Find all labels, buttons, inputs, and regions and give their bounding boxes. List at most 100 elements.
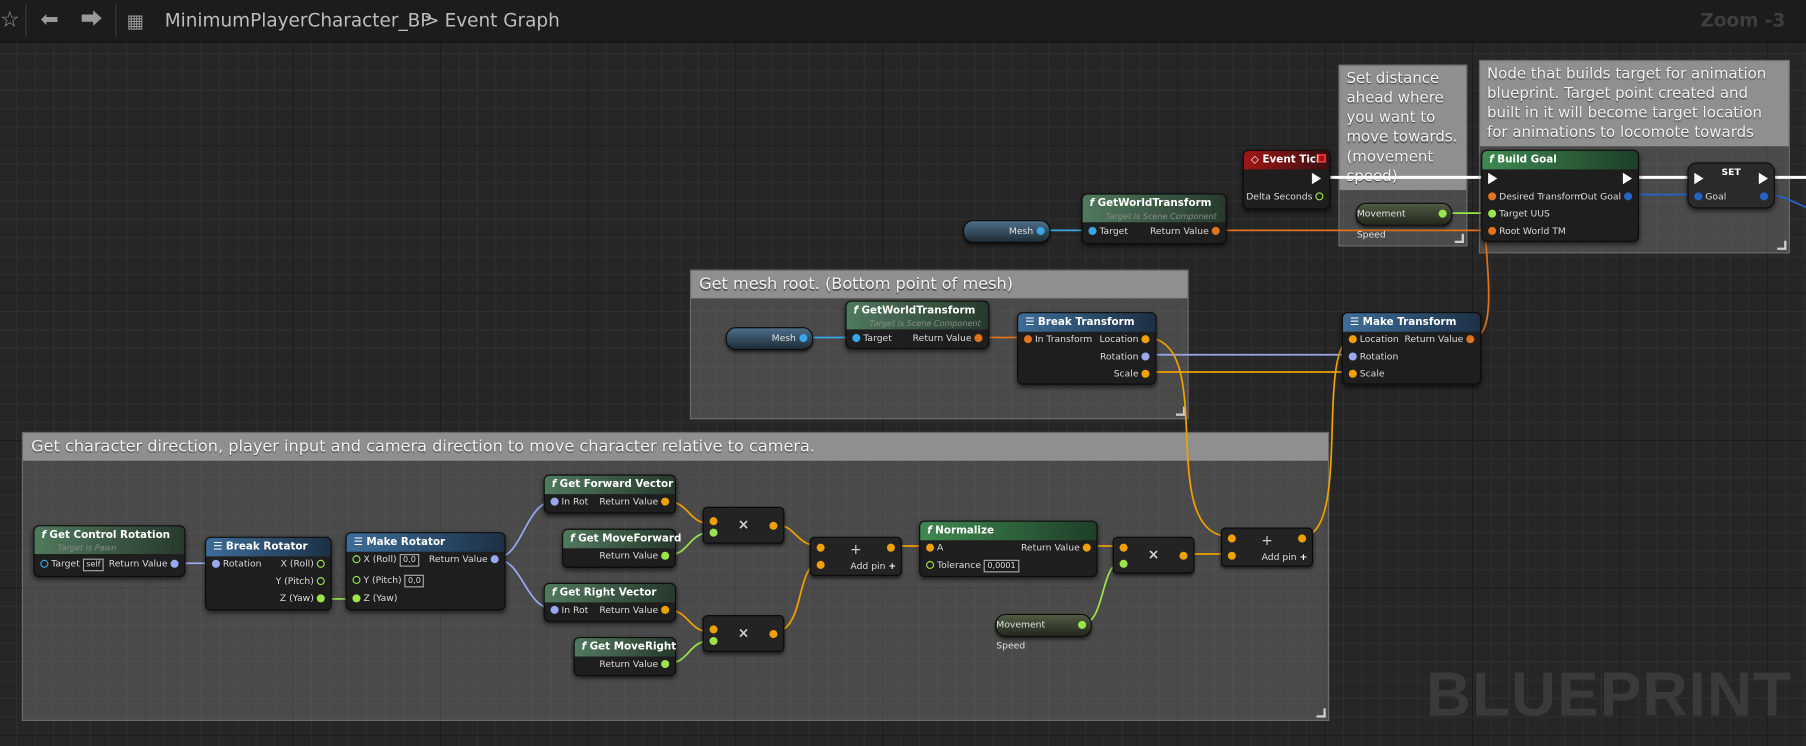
add-pin-button[interactable]: Add pin + xyxy=(850,560,897,572)
breadcrumb-graph[interactable]: Event Graph xyxy=(444,9,560,32)
return-value-pin[interactable]: Return Value xyxy=(599,496,670,508)
output-pin[interactable] xyxy=(1298,533,1307,545)
roll-pin[interactable]: X (Roll) 0,0 xyxy=(352,554,420,567)
comment-build-goal[interactable]: Node that builds target for animation bl… xyxy=(1478,59,1790,254)
input-a-pin[interactable] xyxy=(709,516,718,528)
out-goal-pin[interactable]: Out Goal xyxy=(1580,191,1633,203)
rotation-pin[interactable]: Rotation xyxy=(1100,351,1150,363)
comment-set-distance[interactable]: Set distance ahead where you want to mov… xyxy=(1338,64,1468,247)
make-rotator-node[interactable]: ☰Make Rotator X (Roll) 0,0 Return Value … xyxy=(345,532,506,611)
return-value-pin[interactable]: Return Value xyxy=(429,554,499,566)
target-pin[interactable]: Target self xyxy=(40,558,104,572)
break-transform-node[interactable]: ☰Break Transform In Transform Location R… xyxy=(1017,312,1157,385)
delta-seconds-pin[interactable]: Delta Seconds xyxy=(1246,191,1324,203)
return-value-pin[interactable]: Return Value xyxy=(599,605,670,617)
roll-value-field[interactable]: 0,0 xyxy=(399,554,420,567)
add-node[interactable]: + Add pin + xyxy=(1220,527,1314,567)
mesh-variable[interactable]: Mesh xyxy=(725,327,814,351)
desired-transform-pin[interactable]: Desired Transform xyxy=(1488,191,1583,203)
mesh-pin[interactable] xyxy=(799,334,808,343)
return-value-pin[interactable]: Return Value xyxy=(599,551,670,563)
scale-pin[interactable]: Scale xyxy=(1114,369,1150,381)
target-uus-pin[interactable]: Target UUS xyxy=(1488,208,1550,220)
resize-handle[interactable] xyxy=(1175,406,1186,416)
make-transform-node[interactable]: ☰Make Transform Location Return Value Ro… xyxy=(1341,312,1482,385)
movement-speed-pin[interactable] xyxy=(1438,209,1447,218)
pitch-pin[interactable]: Y (Pitch) 0,0 xyxy=(352,574,425,588)
return-value-pin[interactable]: Return Value xyxy=(1021,542,1091,554)
input-b-pin[interactable] xyxy=(709,636,718,648)
scale-pin[interactable]: Scale xyxy=(1348,369,1385,381)
exec-out-pin[interactable] xyxy=(1311,172,1322,186)
in-rot-pin[interactable]: In Rot xyxy=(550,605,588,617)
tolerance-pin[interactable]: Tolerance 0,0001 xyxy=(926,559,1020,573)
break-rotator-node[interactable]: ☰Break Rotator Rotation X (Roll) Y (Pitc… xyxy=(205,536,332,611)
in-rot-pin[interactable]: In Rot xyxy=(550,496,588,508)
location-pin[interactable]: Location xyxy=(1348,334,1399,346)
return-value-pin[interactable]: Return Value xyxy=(599,659,670,671)
root-world-tm-pin[interactable]: Root World TM xyxy=(1488,226,1566,238)
add-node[interactable]: + Add pin + xyxy=(809,536,902,576)
multiply-node[interactable]: × xyxy=(1112,536,1195,574)
roll-pin[interactable]: X (Roll) xyxy=(281,559,325,571)
star-icon[interactable]: ☆ xyxy=(0,6,20,33)
resize-handle[interactable] xyxy=(1454,233,1464,244)
output-pin[interactable] xyxy=(769,521,778,533)
in-transform-pin[interactable]: In Transform xyxy=(1023,334,1092,346)
event-tick-node[interactable]: ◇ Event Tick Delta Seconds xyxy=(1242,149,1331,210)
arrow-right-icon[interactable]: ⮕ xyxy=(80,6,103,33)
return-value-pin[interactable]: Return Value xyxy=(109,559,179,571)
set-goal-node[interactable]: SET Goal xyxy=(1687,162,1775,209)
a-pin[interactable]: A xyxy=(926,542,943,554)
breadcrumb-blueprint[interactable]: MinimumPlayerCharacter_BP xyxy=(164,9,432,32)
goal-out-pin[interactable] xyxy=(1759,191,1769,203)
resize-handle[interactable] xyxy=(1777,240,1787,250)
input-b-pin[interactable] xyxy=(1227,551,1236,563)
multiply-node[interactable]: × xyxy=(702,615,785,652)
exec-in-pin[interactable] xyxy=(1488,172,1498,186)
target-pin[interactable]: Target xyxy=(852,333,892,345)
output-pin[interactable] xyxy=(886,542,895,554)
input-b-pin[interactable] xyxy=(709,528,718,540)
goal-pin[interactable]: Goal xyxy=(1694,191,1726,203)
movement-speed-pin[interactable] xyxy=(1078,620,1087,629)
movement-speed-variable[interactable]: Movement Speed xyxy=(1355,202,1453,240)
arrow-left-icon[interactable]: ⬅ xyxy=(40,6,59,33)
mesh-pin[interactable] xyxy=(1036,226,1045,235)
return-value-pin[interactable]: Return Value xyxy=(1150,226,1220,238)
input-b-pin[interactable] xyxy=(1119,559,1128,571)
mesh-variable[interactable]: Mesh xyxy=(962,219,1051,244)
input-b-pin[interactable] xyxy=(816,560,825,572)
movement-speed-variable[interactable]: Movement Speed xyxy=(995,613,1092,651)
input-a-pin[interactable] xyxy=(816,542,825,554)
yaw-pin[interactable]: Z (Yaw) xyxy=(352,593,397,605)
return-value-pin[interactable]: Return Value xyxy=(913,333,983,345)
return-value-pin[interactable]: Return Value xyxy=(1404,334,1475,346)
rotation-pin[interactable]: Rotation xyxy=(211,559,261,571)
tolerance-value-field[interactable]: 0,0001 xyxy=(983,559,1020,573)
yaw-pin[interactable]: Z (Yaw) xyxy=(280,593,325,605)
multiply-node[interactable]: × xyxy=(702,506,785,544)
add-pin-button[interactable]: Add pin + xyxy=(1261,551,1308,563)
target-pin[interactable]: Target xyxy=(1088,226,1128,238)
rotation-pin[interactable]: Rotation xyxy=(1348,351,1398,363)
pitch-value-field[interactable]: 0,0 xyxy=(404,574,425,588)
input-a-pin[interactable] xyxy=(1119,542,1128,554)
input-a-pin[interactable] xyxy=(709,624,718,636)
input-a-pin[interactable] xyxy=(1227,533,1236,545)
resize-handle[interactable] xyxy=(1316,708,1326,718)
pitch-pin[interactable]: Y (Pitch) xyxy=(276,576,325,588)
output-pin[interactable] xyxy=(1179,551,1188,563)
exec-out-pin[interactable] xyxy=(1758,172,1769,186)
exec-in-pin[interactable] xyxy=(1694,172,1704,186)
